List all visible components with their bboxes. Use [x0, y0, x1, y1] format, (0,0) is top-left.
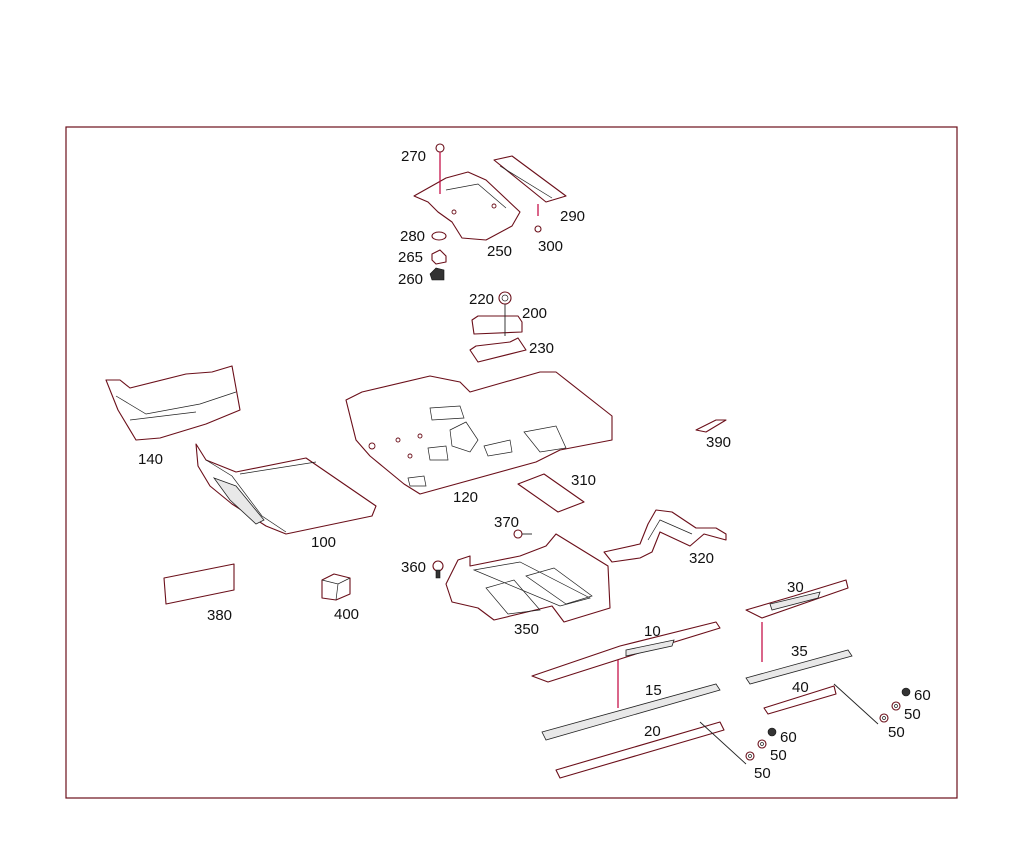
label-100: 100 [311, 534, 336, 551]
label-50c: 50 [770, 747, 787, 764]
label-280: 280 [400, 228, 425, 245]
label-230: 230 [529, 340, 554, 357]
labels: 270 290 280 250 300 265 260 220 200 230 … [138, 148, 931, 782]
part-200[interactable] [471, 304, 523, 336]
part-30[interactable] [745, 579, 849, 662]
part-120[interactable] [345, 371, 613, 495]
label-265: 265 [398, 249, 423, 266]
label-390: 390 [706, 434, 731, 451]
label-60a: 60 [914, 687, 931, 704]
label-35: 35 [791, 643, 808, 660]
label-310: 310 [571, 472, 596, 489]
label-400: 400 [334, 606, 359, 623]
fastener-group-lower[interactable] [699, 721, 777, 765]
part-10[interactable] [531, 621, 721, 708]
label-10: 10 [644, 623, 661, 640]
label-15: 15 [645, 682, 662, 699]
label-200: 200 [522, 305, 547, 322]
fastener-group-right[interactable] [833, 683, 911, 725]
label-60b: 60 [780, 729, 797, 746]
part-230[interactable] [469, 337, 527, 363]
label-260: 260 [398, 271, 423, 288]
part-100[interactable] [195, 443, 377, 535]
label-370: 370 [494, 514, 519, 531]
part-390[interactable] [695, 419, 727, 433]
part-220[interactable] [498, 291, 512, 305]
part-20[interactable] [555, 721, 725, 779]
part-250[interactable] [413, 171, 521, 241]
part-15[interactable] [541, 683, 721, 741]
part-280[interactable] [431, 231, 447, 241]
part-270[interactable] [435, 143, 445, 194]
label-20: 20 [644, 723, 661, 740]
part-310[interactable] [517, 473, 585, 513]
label-50a: 50 [904, 706, 921, 723]
label-140: 140 [138, 451, 163, 468]
label-30: 30 [787, 579, 804, 596]
part-260[interactable] [429, 267, 445, 281]
label-50d: 50 [754, 765, 771, 782]
part-290[interactable] [493, 155, 567, 216]
part-40[interactable] [763, 685, 837, 715]
part-350[interactable] [445, 533, 611, 623]
label-270: 270 [401, 148, 426, 165]
part-300[interactable] [534, 225, 542, 233]
part-140[interactable] [105, 365, 241, 441]
label-40: 40 [792, 679, 809, 696]
label-290: 290 [560, 208, 585, 225]
part-265[interactable] [431, 249, 447, 265]
label-50b: 50 [888, 724, 905, 741]
label-360: 360 [401, 559, 426, 576]
label-300: 300 [538, 238, 563, 255]
label-350: 350 [514, 621, 539, 638]
label-320: 320 [689, 550, 714, 567]
label-220: 220 [469, 291, 494, 308]
part-35[interactable] [745, 649, 853, 685]
label-120: 120 [453, 489, 478, 506]
part-360[interactable] [432, 560, 444, 579]
diagram-frame [65, 126, 958, 799]
label-250: 250 [487, 243, 512, 260]
part-370[interactable] [513, 529, 532, 539]
part-400[interactable] [321, 573, 351, 601]
part-320[interactable] [603, 509, 727, 563]
part-380[interactable] [163, 563, 235, 605]
label-380: 380 [207, 607, 232, 624]
